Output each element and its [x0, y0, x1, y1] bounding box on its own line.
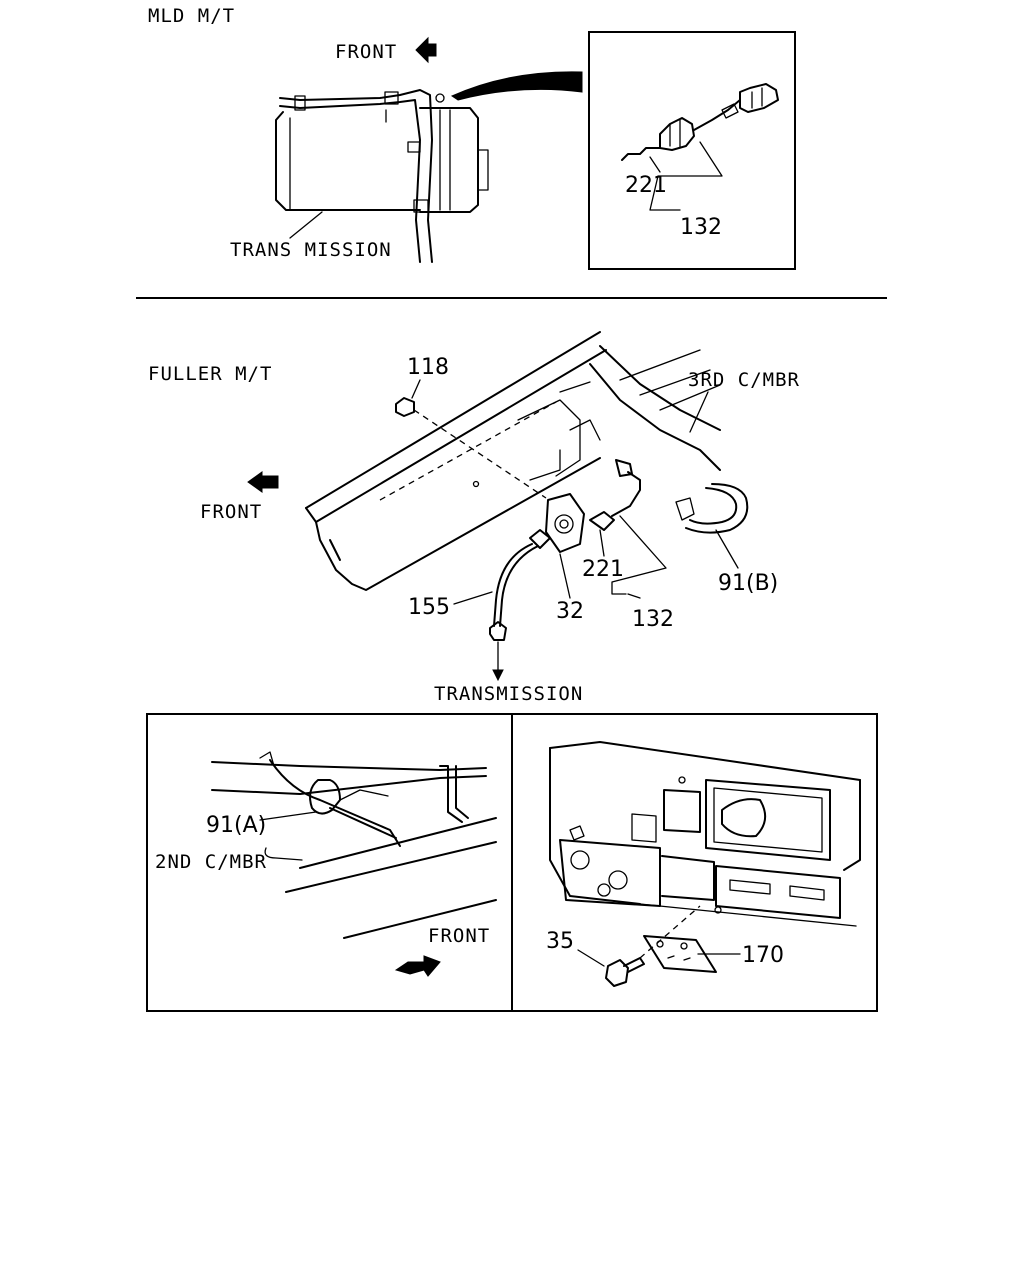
mld-transmission-body: TRANS MISSION: [230, 89, 489, 263]
part-132: 132: [632, 607, 674, 632]
detail-front-arrow-icon: [394, 955, 441, 977]
detail-boxes: 91(A) 2ND C/MBR FRONT: [146, 713, 878, 1012]
clip-91b: 91(B): [675, 483, 778, 596]
detail-right: 170 35: [546, 741, 861, 987]
fuller-front-label: FRONT: [200, 501, 262, 523]
inset-pointer-arrow: [450, 71, 583, 101]
fuller-section: FULLER M/T 3RD C/MBR 118: [148, 331, 800, 705]
mld-front-label: FRONT: [335, 41, 397, 63]
mld-transmission-label: TRANS MISSION: [230, 239, 392, 261]
third-crossmember-label: 3RD C/MBR: [688, 369, 800, 391]
second-crossmember-label: 2ND C/MBR: [155, 851, 267, 873]
detail-left: 91(A) 2ND C/MBR FRONT: [155, 751, 497, 977]
part-221: 221: [582, 557, 624, 582]
part-91b: 91(B): [718, 571, 778, 596]
frame-rail: [305, 331, 721, 591]
down-arrow-icon: [492, 669, 504, 682]
part-170: 170: [742, 943, 784, 968]
inset-part-221: 221: [625, 173, 667, 198]
inset-part-132: 132: [680, 215, 722, 240]
part-32: 32: [556, 599, 584, 624]
speedo-cable-155: 155 TRANSMISSION: [408, 529, 583, 705]
part-155: 155: [408, 595, 450, 620]
mld-section: MLD M/T FRONT TRANS MISSION: [148, 5, 796, 270]
bolt-118: 118: [395, 355, 547, 499]
part-35: 35: [546, 929, 574, 954]
speed-sensor-harness: 221 132: [582, 459, 674, 632]
clip-91a-label: 91(A): [206, 813, 266, 838]
fuller-title: FULLER M/T: [148, 363, 272, 385]
fuller-transmission-label: TRANSMISSION: [434, 683, 583, 705]
fuller-front-arrow-icon: [247, 471, 279, 493]
detail-front-label: FRONT: [428, 925, 490, 947]
part-118: 118: [407, 355, 449, 380]
sensor-housing-32: 32: [545, 493, 585, 624]
mld-title: MLD M/T: [148, 5, 235, 27]
mld-inset-box: 221 132: [588, 31, 796, 270]
front-arrow-icon: [415, 36, 437, 64]
